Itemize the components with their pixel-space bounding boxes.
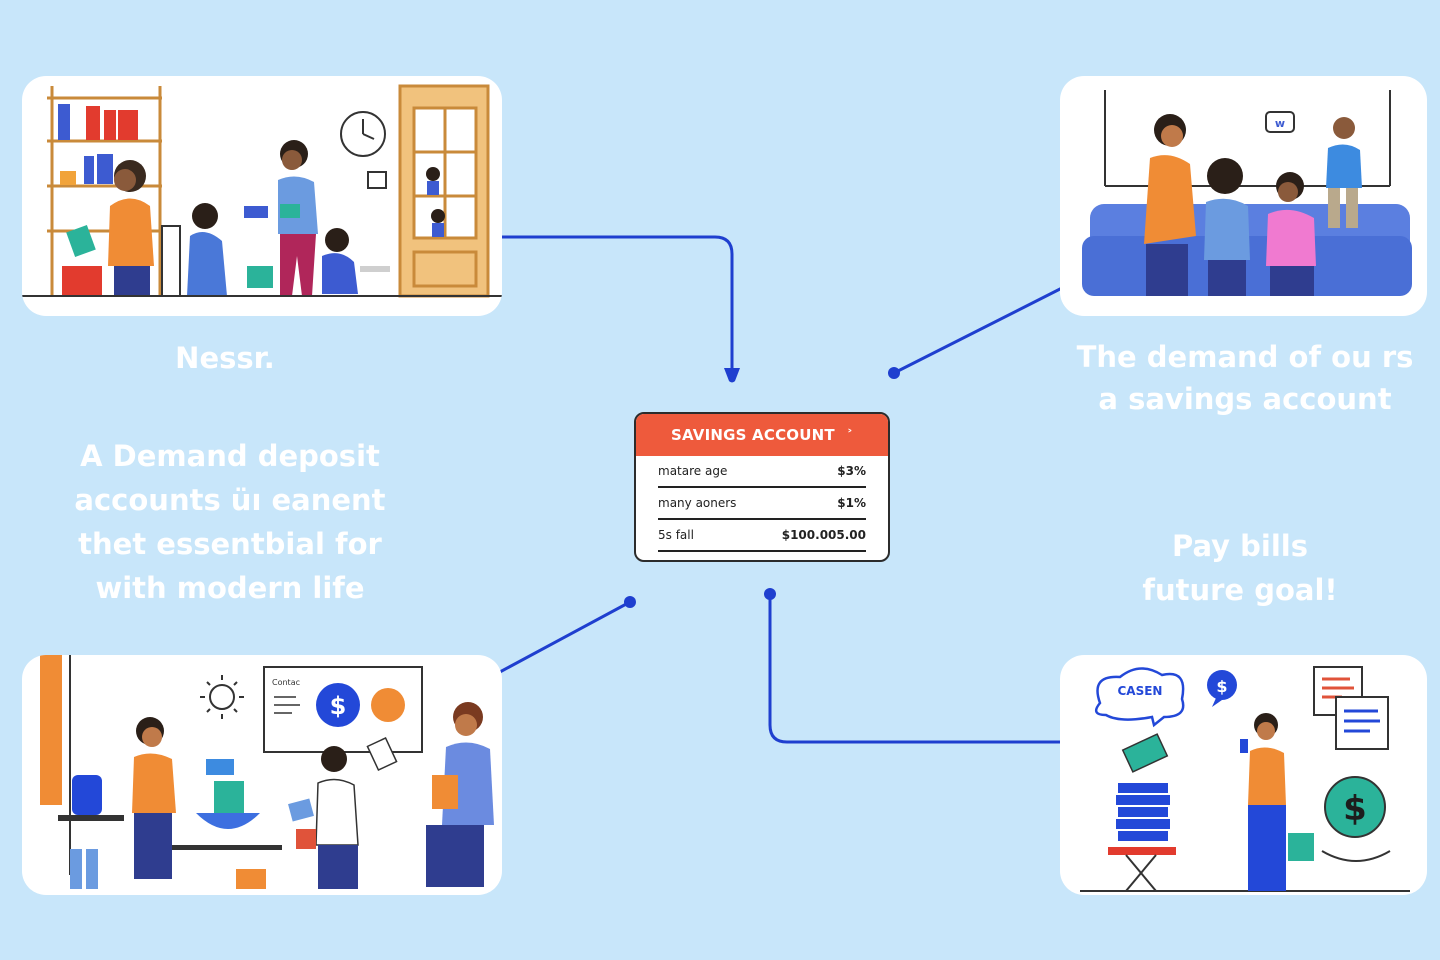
card-row: 5s fall $100.005.00 <box>658 520 866 552</box>
dollar-bubble-icon <box>1207 670 1237 700</box>
arrowhead-bottom-right <box>764 588 776 600</box>
svg-text:$: $ <box>330 692 347 720</box>
label-demand-deposit: A Demand deposit accounts üı eanent thet… <box>74 439 386 605</box>
illustration-family-payments: Contac $ <box>22 655 502 895</box>
chevron-icon: ˃ <box>846 428 854 442</box>
arrowhead-bottom-left <box>624 596 636 608</box>
bubble-text: w <box>1275 117 1285 130</box>
label-savings-demand: The demand of ou rs a savings account <box>1076 340 1414 416</box>
thought-cloud-icon <box>1094 667 1185 728</box>
svg-text:Contac: Contac <box>272 678 300 687</box>
illustration-home-family <box>22 76 502 316</box>
illustration-man-saving: CASEN $ $ <box>1060 655 1427 895</box>
svg-text:CASEN: CASEN <box>1118 684 1163 698</box>
label-pay-bills: Pay bills future goal! <box>1142 529 1338 607</box>
label-top-left: Nessr. <box>175 341 275 375</box>
card-row: many aoners $1% <box>658 488 866 520</box>
message-bubble-icon-2 <box>1335 696 1389 750</box>
svg-text:$: $ <box>1343 789 1367 829</box>
bookshelf <box>47 86 162 296</box>
illustration-friends-sofa: w <box>1060 76 1427 316</box>
card-row: matare age $3% <box>658 456 866 488</box>
card-header: SAVINGS ACCOUNT ˃ <box>636 414 888 456</box>
arrowhead-top-left <box>724 368 740 383</box>
arrowhead-top-right <box>888 367 900 379</box>
savings-account-card: SAVINGS ACCOUNT ˃ matare age $3% many ao… <box>634 412 890 562</box>
dollar-coin-icon <box>316 683 360 727</box>
connector-bottom-left <box>496 600 632 675</box>
connector-bottom-right <box>768 592 1070 744</box>
connector-top-right <box>892 286 1064 375</box>
chat-bubble-icon <box>1265 111 1295 133</box>
card-title: SAVINGS ACCOUNT <box>670 426 835 444</box>
svg-text:$: $ <box>1216 677 1227 696</box>
dollar-coin-icon <box>1324 776 1386 838</box>
connector-top-left <box>496 235 734 374</box>
sun-icon <box>200 675 244 719</box>
